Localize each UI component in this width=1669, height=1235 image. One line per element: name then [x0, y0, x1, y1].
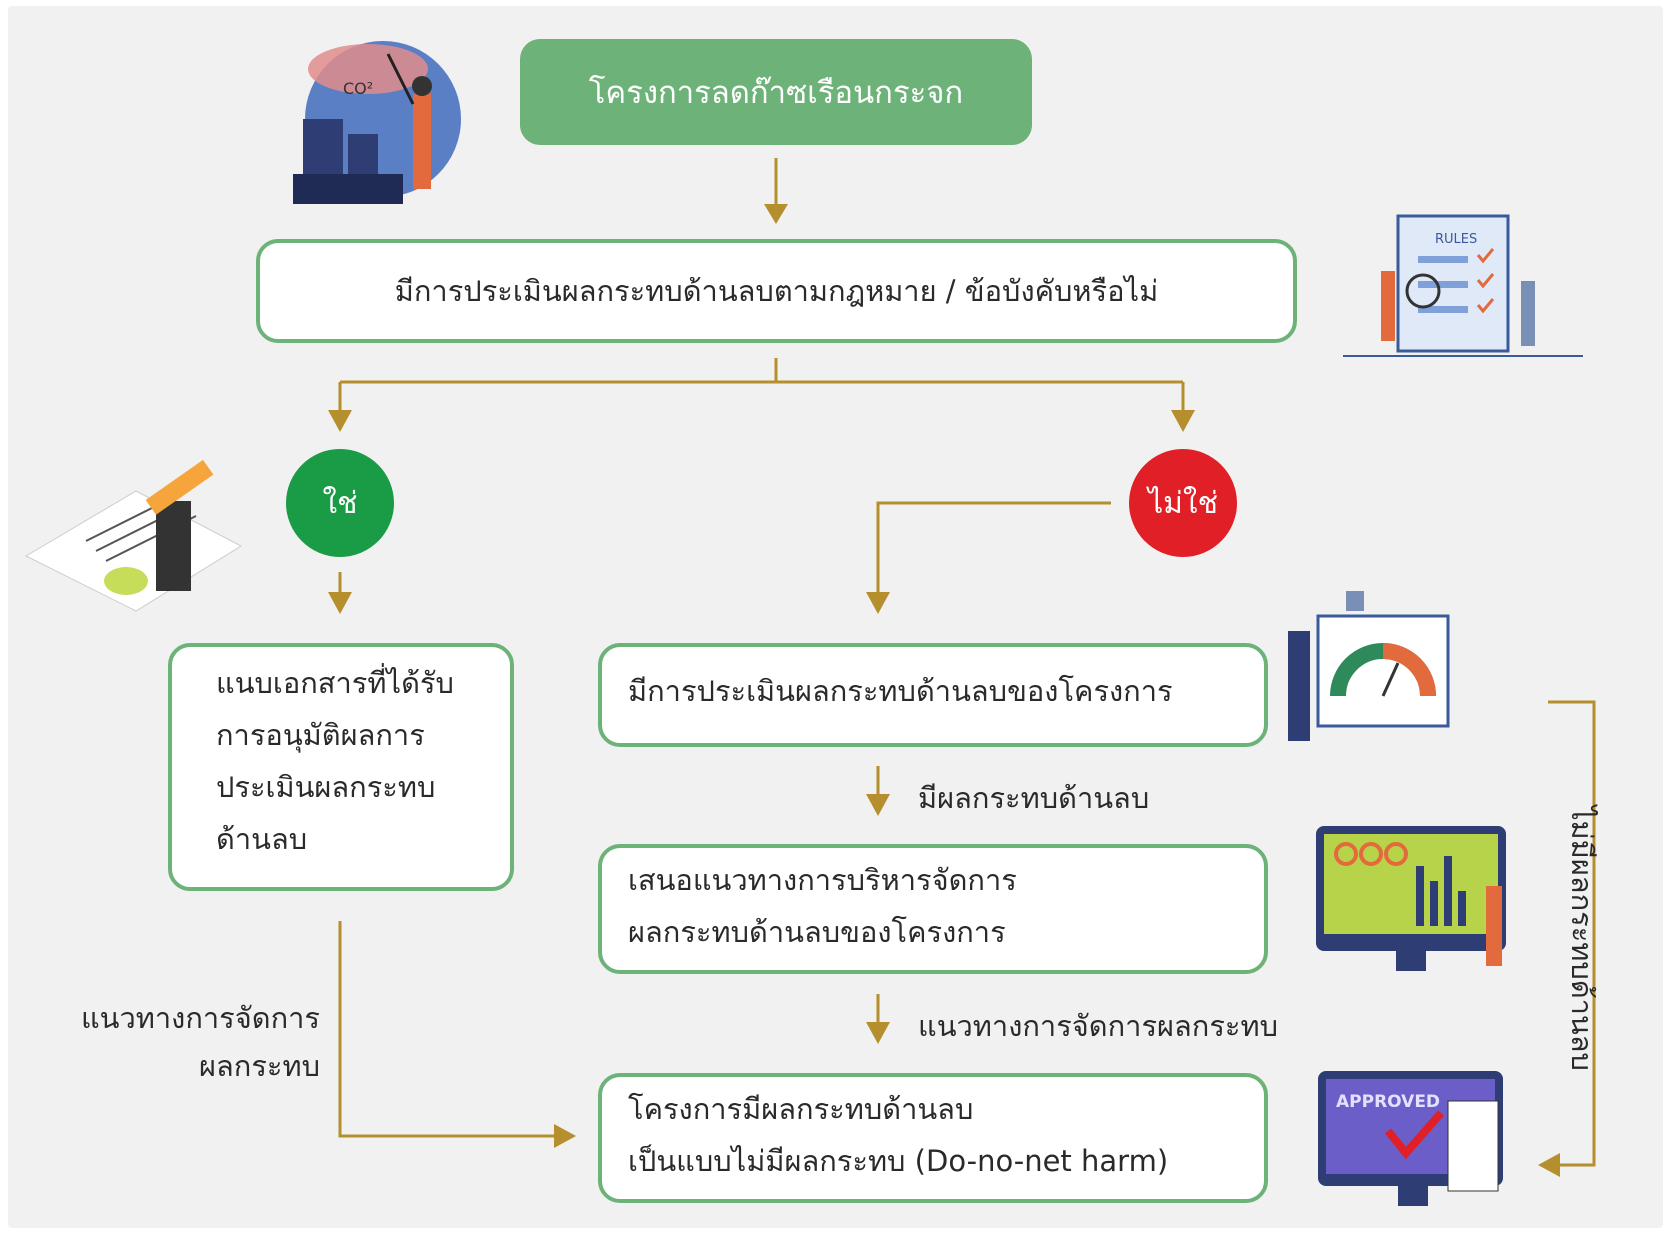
attach-documents-node: แนบเอกสารที่ได้รับ การอนุมัติผลการ ประเม… — [168, 643, 514, 891]
flowchart-canvas: CO² RULES — [8, 6, 1663, 1228]
arrow-attach-result — [338, 921, 568, 1138]
no-label: ไม่ใช่ — [1148, 485, 1218, 521]
dashboard-monitor-illustration — [1316, 826, 1506, 971]
arrow-no-impact-approved — [1548, 700, 1596, 1167]
rules-checklist-illustration: RULES — [1343, 214, 1583, 357]
start-node: โครงการลดก๊าซเรือนกระจก — [520, 39, 1032, 145]
approved-monitor-illustration: APPROVED — [1318, 1071, 1503, 1206]
start-node-label: โครงการลดก๊าซเรือนกระจก — [588, 75, 964, 111]
edge-label-no-impact: ไม่มีผลกระทบด้านลบ — [1565, 806, 1599, 1071]
svg-text:APPROVED: APPROVED — [1336, 1092, 1440, 1112]
question-node: มีการประเมินผลกระทบด้านลบตามกฎหมาย / ข้อ… — [256, 239, 1297, 343]
question-node-label: มีการประเมินผลกระทบด้านลบตามกฎหมาย / ข้อ… — [394, 274, 1159, 308]
yes-label: ใช่ — [322, 485, 358, 521]
propose-management-node: เสนอแนวทางการบริหารจัดการ ผลกระทบด้านลบข… — [598, 844, 1268, 974]
no-circle: ไม่ใช่ — [1129, 449, 1237, 557]
assess-project-label: มีการประเมินผลกระทบด้านลบของโครงการ — [628, 674, 1173, 708]
arrow-no-assess — [876, 501, 1111, 606]
attach-documents-text: แนบเอกสารที่ได้รับ การอนุมัติผลการ ประเม… — [216, 666, 454, 856]
edge-label-left-guideline: แนวทางการจัดการ ผลกระทบ — [80, 1001, 320, 1083]
assess-project-node: มีการประเมินผลกระทบด้านลบของโครงการ — [598, 643, 1268, 747]
result-node: โครงการมีผลกระทบด้านลบ เป็นแบบไม่มีผลกระ… — [598, 1073, 1268, 1203]
yes-circle: ใช่ — [286, 449, 394, 557]
co2-factory-illustration: CO² — [293, 41, 461, 204]
signing-document-illustration — [24, 459, 243, 612]
edge-label-guideline: แนวทางการจัดการผลกระทบ — [918, 1009, 1279, 1043]
flow-connectors: CO² RULES — [24, 41, 1596, 1206]
impact-gauge-illustration — [1288, 591, 1450, 741]
svg-text:CO²: CO² — [343, 79, 373, 98]
edge-label-has-impact: มีผลกระทบด้านลบ — [918, 781, 1150, 815]
svg-text:RULES: RULES — [1435, 232, 1477, 247]
